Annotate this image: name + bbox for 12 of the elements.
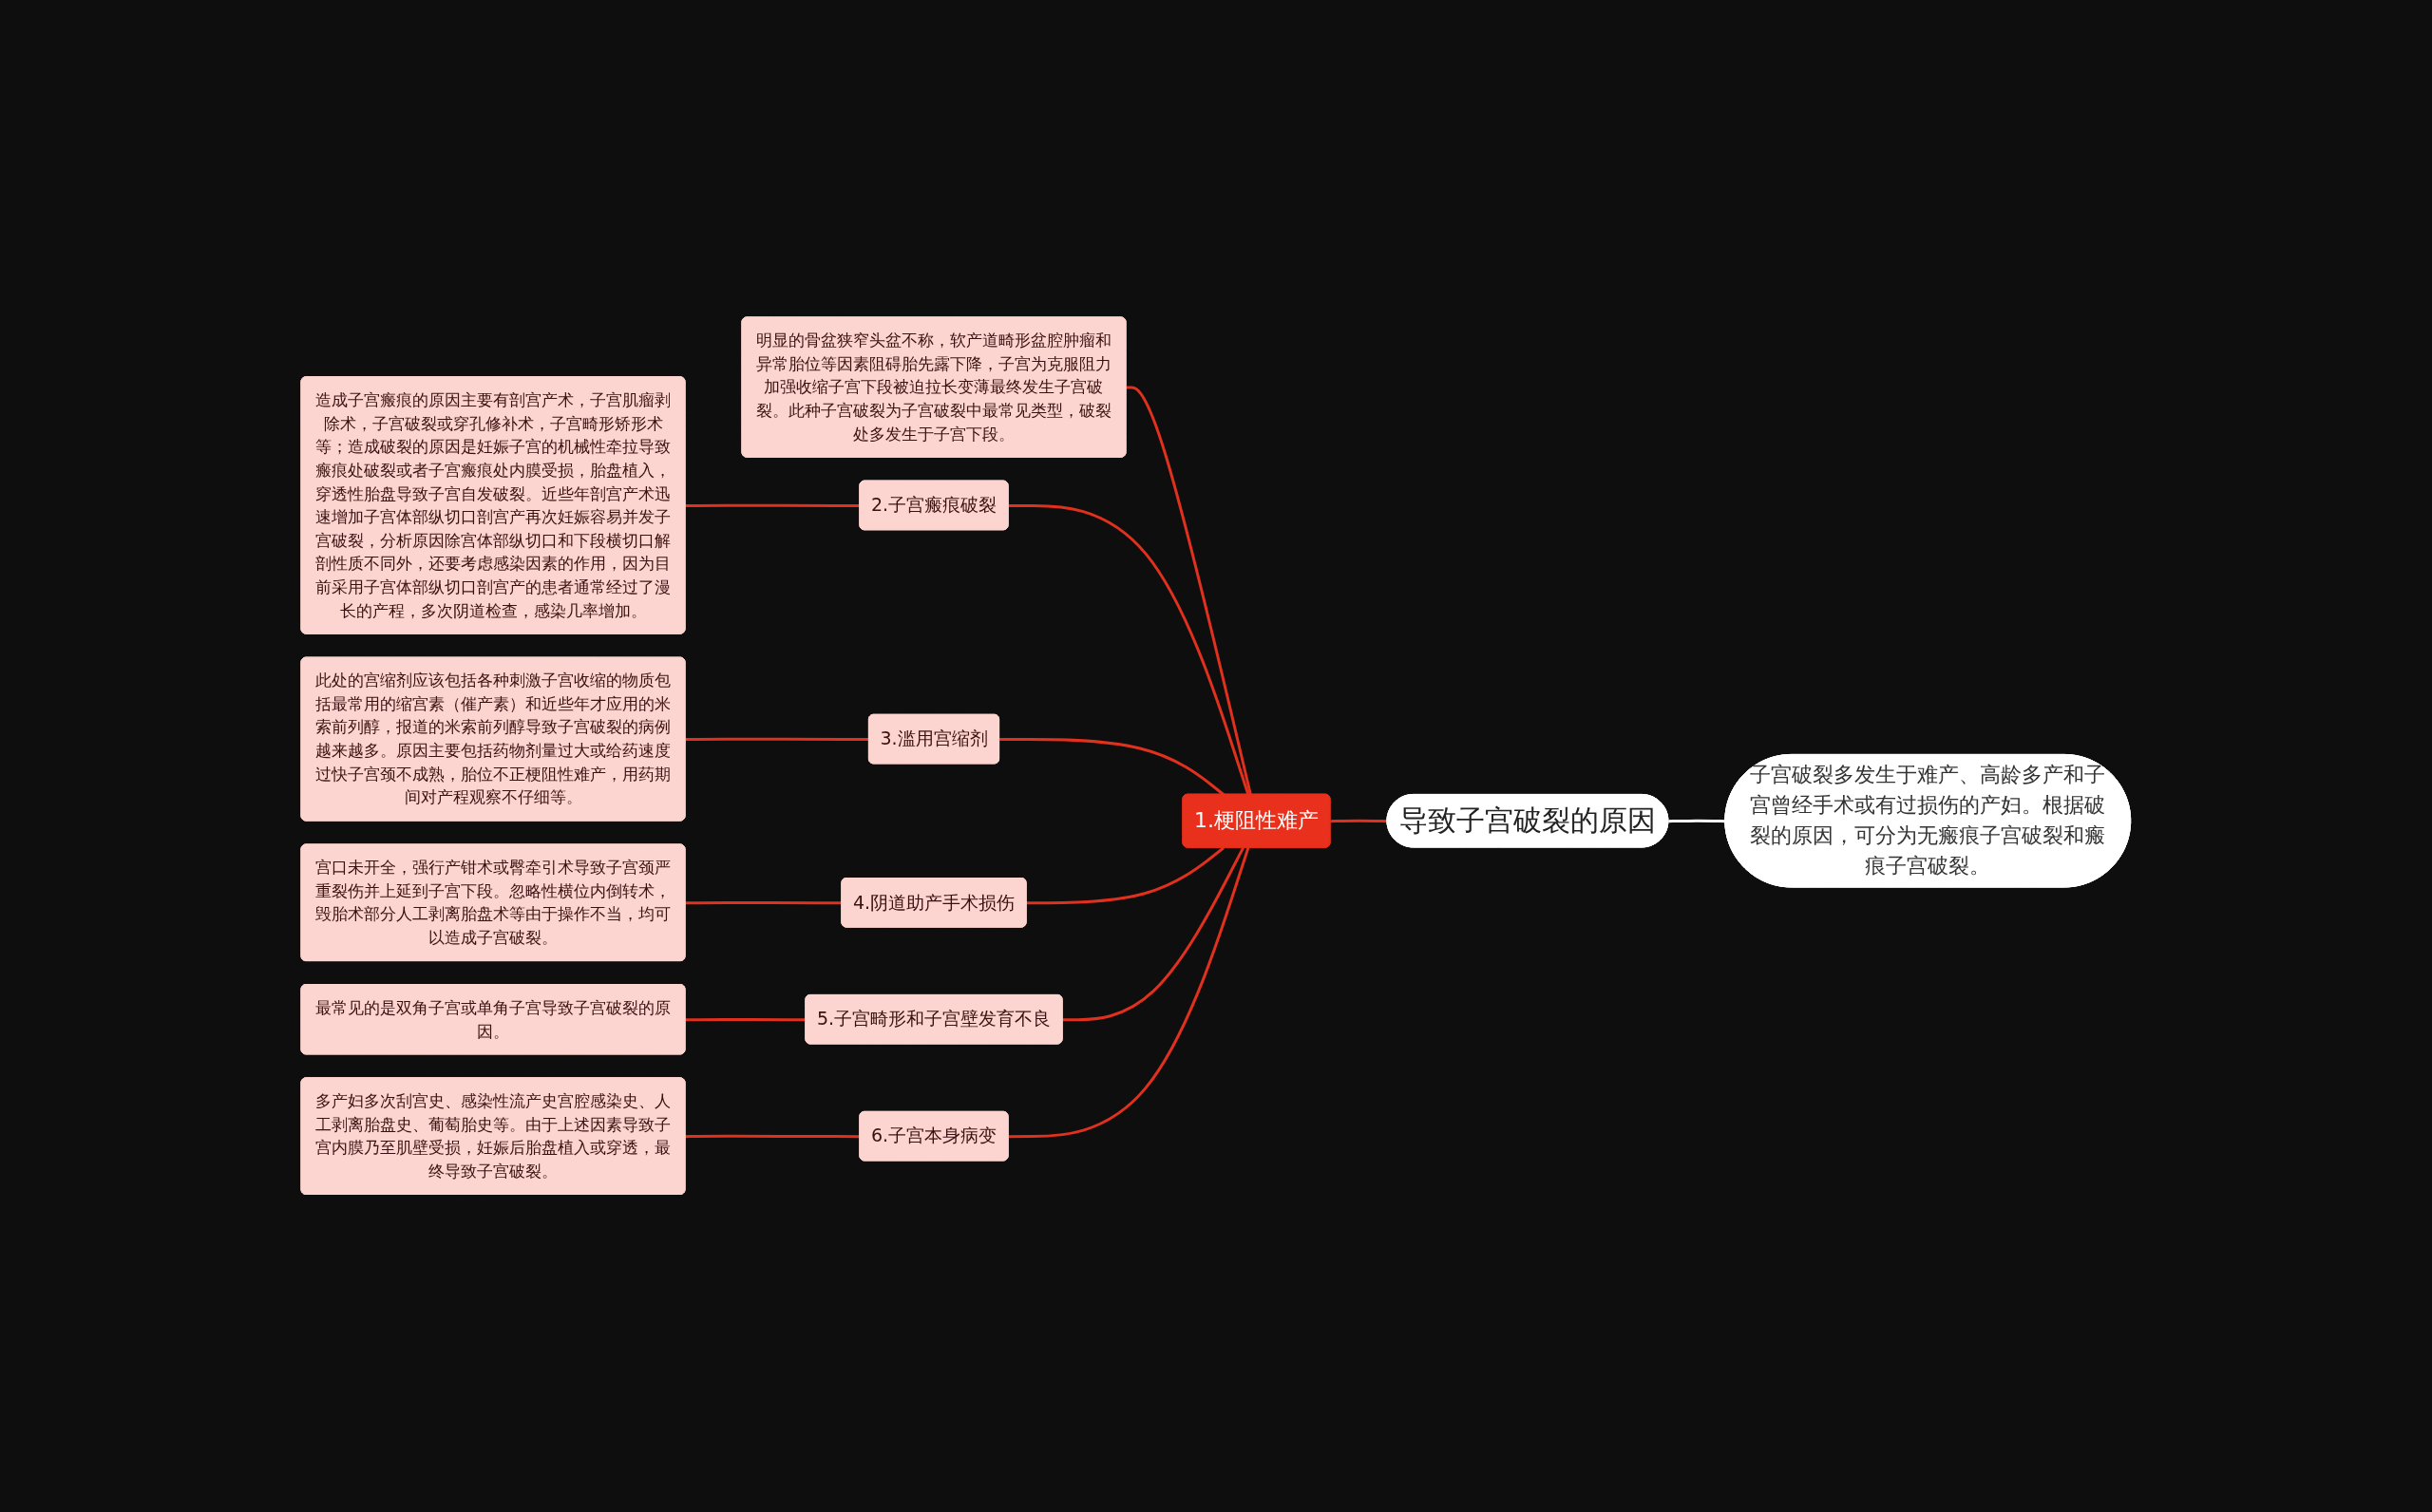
connector (1668, 820, 1726, 823)
connector (1126, 386, 1253, 796)
connector (1062, 847, 1245, 1022)
connector (1008, 504, 1250, 796)
connector (1330, 820, 1388, 823)
connector (685, 1018, 807, 1022)
connector (1026, 846, 1226, 905)
connector (685, 738, 870, 742)
connector (685, 503, 861, 508)
connector (685, 1135, 861, 1139)
connector (1008, 847, 1250, 1139)
connector (685, 901, 843, 905)
